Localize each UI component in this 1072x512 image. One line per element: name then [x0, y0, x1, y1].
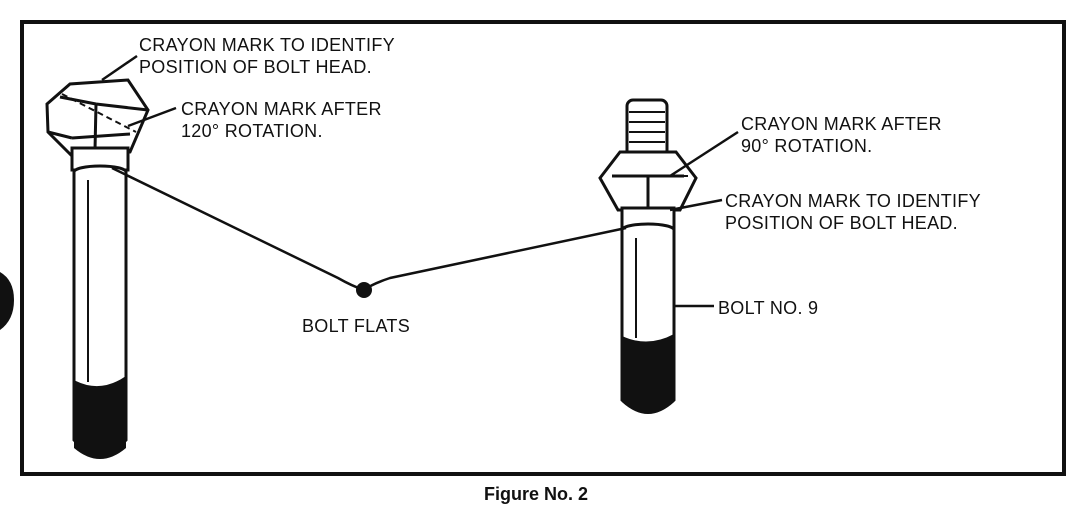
right-rotation-mark-label: CRAYON MARK AFTER 90° ROTATION. — [741, 114, 942, 156]
left-crayon-mark — [61, 93, 137, 133]
left-bolt-thread — [74, 376, 126, 459]
bolt-flats-dot — [356, 282, 372, 298]
left-bolt-head — [45, 78, 150, 158]
edge-mark — [0, 272, 14, 330]
left-head-mark-label: CRAYON MARK TO IDENTIFY POSITION OF BOLT… — [139, 35, 395, 77]
bolt-number-label: BOLT NO. 9 — [718, 298, 819, 318]
figure-caption: Figure No. 2 — [483, 484, 588, 504]
right-bolt-thread — [622, 334, 674, 414]
right-head-mark-label: CRAYON MARK TO IDENTIFY POSITION OF BOLT… — [725, 191, 981, 233]
bolt-flats-label: BOLT FLATS — [302, 316, 411, 336]
figure-frame — [20, 20, 1066, 476]
left-rotation-mark-label: CRAYON MARK AFTER 120° ROTATION. — [181, 99, 382, 141]
